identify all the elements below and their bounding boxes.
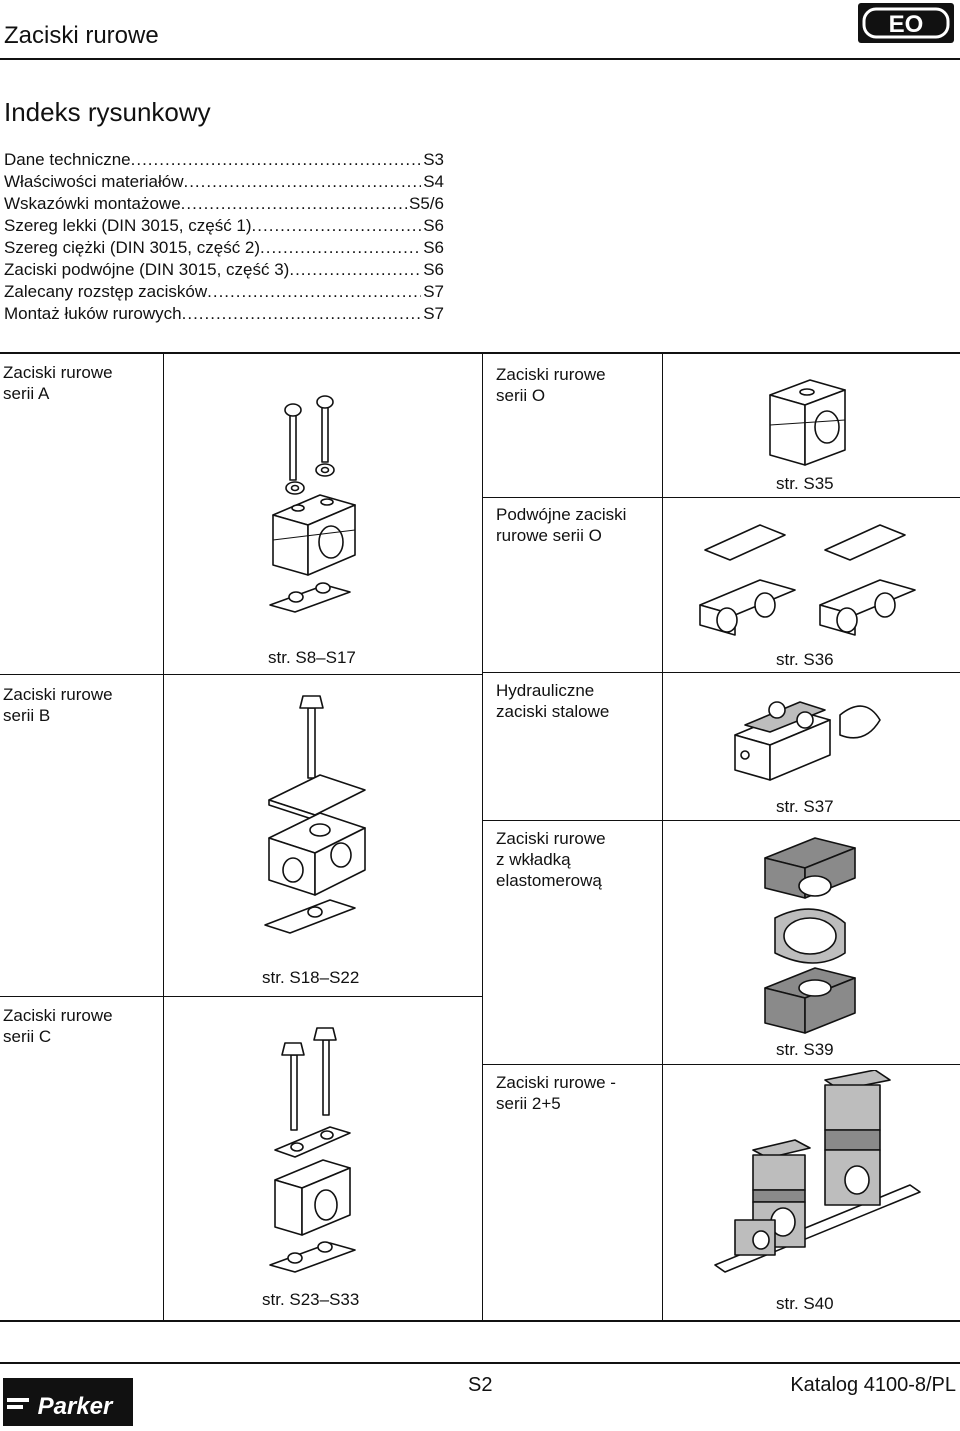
hydraulic-steel-clamp-illustration: [734, 701, 881, 781]
eo-logo: EO: [858, 3, 954, 43]
eo-logo-text: EO: [889, 11, 924, 38]
grid-divider: [482, 353, 483, 1321]
toc-entry: Montaż łuków rurowychS7: [4, 303, 444, 325]
grid-divider: [163, 353, 164, 1321]
double-o-clamp-illustration: [699, 524, 916, 636]
toc-entry: Szereg ciężki (DIN 3015, część 2)S6: [4, 237, 444, 259]
toc-entry: Zaciski podwójne (DIN 3015, część 3)S6: [4, 259, 444, 281]
toc-entry: Dane techniczneS3: [4, 149, 444, 171]
series-c-clamp-illustration: [269, 1027, 356, 1273]
elastomer-insert-clamp-illustration: [764, 837, 856, 1034]
series-b-page-ref[interactable]: str. S18–S22: [262, 968, 360, 987]
parker-logo: Parker: [3, 1378, 133, 1426]
hydraulic-steel-page-ref[interactable]: str. S37: [776, 797, 834, 816]
header-divider: [0, 58, 960, 60]
grid-bottom-rule: [0, 1320, 960, 1322]
grid-divider: [0, 674, 482, 675]
toc-entry: Właściwości materiałówS4: [4, 171, 444, 193]
grid-divider: [0, 996, 482, 997]
elastomer-insert-page-ref[interactable]: str. S39: [776, 1040, 834, 1059]
toc-entry: Szereg lekki (DIN 3015, część 1)S6: [4, 215, 444, 237]
series-2-5-page-ref[interactable]: str. S40: [776, 1294, 834, 1313]
grid-divider: [483, 1064, 960, 1065]
series-2-5-clamp-illustration: [714, 1070, 921, 1273]
grid-divider: [483, 672, 960, 673]
parker-logo-text: Parker: [38, 1393, 114, 1420]
series-o-page-ref[interactable]: str. S35: [776, 474, 834, 493]
grid-divider: [483, 497, 960, 498]
double-o-page-ref[interactable]: str. S36: [776, 650, 834, 669]
grid-divider: [662, 353, 663, 1321]
series-2-5-label: Zaciski rurowe -serii 2+5: [496, 1073, 616, 1113]
footer-catalog-id: Katalog 4100-8/PL: [790, 1374, 956, 1396]
series-b-clamp-illustration: [264, 695, 366, 934]
series-c-page-ref[interactable]: str. S23–S33: [262, 1290, 360, 1309]
series-a-page-ref[interactable]: str. S8–S17: [268, 648, 356, 667]
page-header-title: Zaciski rurowe: [4, 22, 159, 49]
footer-divider: [0, 1362, 960, 1364]
footer-page-number: S2: [468, 1374, 493, 1396]
index-heading: Indeks rysunkowy: [4, 97, 211, 127]
grid-top-rule: [0, 352, 960, 354]
series-a-clamp-illustration: [269, 395, 356, 613]
series-o-clamp-illustration: [769, 379, 846, 466]
toc-entry: Wskazówki montażoweS5/6: [4, 193, 444, 215]
grid-divider: [483, 820, 960, 821]
toc-entry: Zalecany rozstęp zaciskówS7: [4, 281, 444, 303]
